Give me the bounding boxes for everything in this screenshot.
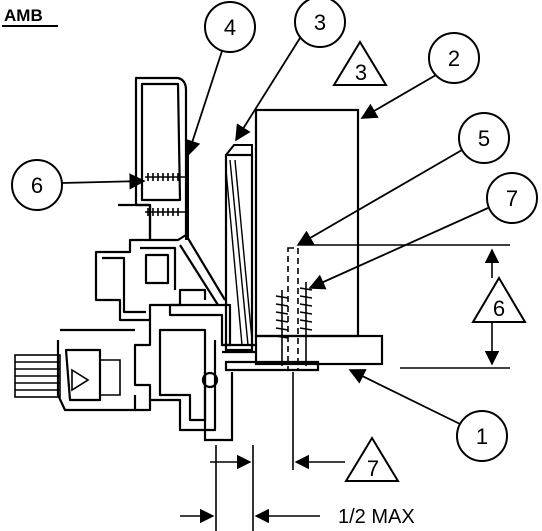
dimension-label: 1/2 MAX — [338, 506, 415, 528]
callout-6: 6 — [11, 159, 146, 211]
callout-6-text: 6 — [31, 173, 43, 198]
note-7-text: 7 — [367, 456, 379, 481]
callout-7: 7 — [308, 172, 538, 290]
anchor-screws — [145, 173, 186, 216]
frame-profile — [56, 76, 232, 432]
note-triangle-6: 6 — [471, 276, 527, 323]
callout-5-text: 5 — [478, 126, 490, 151]
callout-3-text: 3 — [314, 10, 326, 35]
sill-plate — [201, 334, 384, 442]
glazing-bead — [14, 354, 121, 398]
callout-4: 4 — [184, 1, 256, 157]
note-6-text: 6 — [493, 296, 505, 321]
callout-5: 5 — [296, 112, 510, 246]
backer-strip — [224, 144, 254, 352]
callout-3: 3 — [235, 0, 346, 142]
horizontal-dimensions — [180, 372, 345, 531]
callout-4-text: 4 — [224, 15, 236, 40]
note-triangle-3: 3 — [332, 40, 388, 86]
callout-2: 2 — [360, 32, 480, 119]
shim-strip — [185, 150, 189, 240]
note-3-text: 3 — [355, 60, 367, 85]
callout-2-text: 2 — [448, 46, 460, 71]
callout-1: 1 — [348, 369, 508, 462]
wood-stud — [254, 108, 360, 338]
callout-7-text: 7 — [506, 186, 518, 211]
note-triangle-7: 7 — [344, 436, 400, 482]
header-title: AMB — [4, 6, 43, 25]
vertical-dimension — [300, 244, 510, 369]
fasteners — [275, 247, 313, 371]
callout-1-text: 1 — [476, 424, 488, 449]
